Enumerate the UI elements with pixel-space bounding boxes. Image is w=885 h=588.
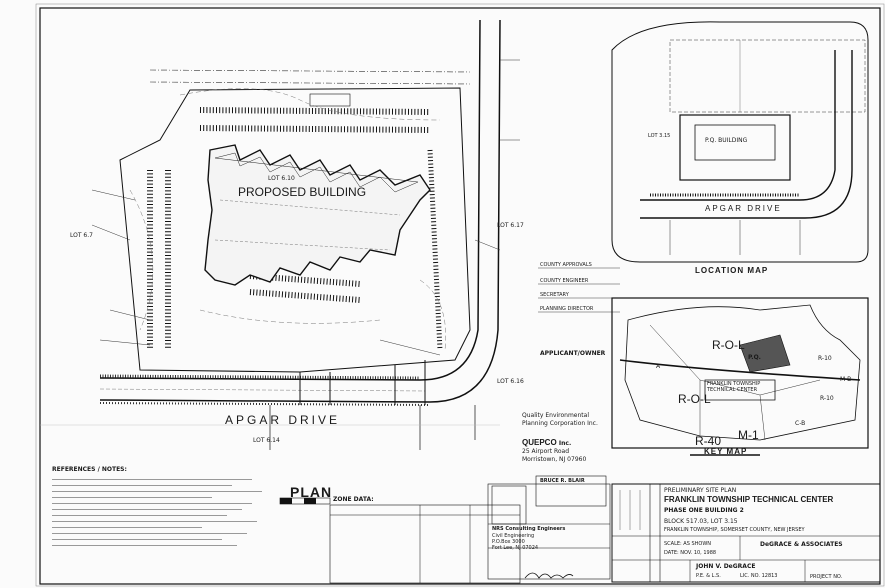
plan-title: PLAN — [290, 484, 333, 500]
quepco-address2: Morristown, NJ 07960 — [522, 456, 587, 463]
secretary: SECRETARY — [540, 292, 569, 298]
lot-left-label: LOT 6.7 — [70, 232, 93, 239]
firm-name: DeGRACE & ASSOCIATES — [760, 541, 843, 548]
planning-director: PLANNING DIRECTOR — [540, 306, 594, 312]
lot-right-label: LOT 6.17 — [497, 222, 524, 229]
key-map-zone-rol-1: R-O-L — [712, 338, 745, 352]
title-block-lot: BLOCK 517.03, LOT 3.15 — [664, 518, 738, 525]
key-map-center: FRANKLIN TOWNSHIP TECHNICAL CENTER — [707, 381, 761, 393]
lot-main-label: LOT 6.10 — [268, 175, 295, 182]
location-map-road: APGAR DRIVE — [705, 204, 782, 213]
proposed-building-label: PROPOSED BUILDING — [238, 185, 367, 199]
engineer-name: JOHN V. DeGRACE — [696, 563, 756, 570]
nrs-name: NRS Consulting Engineers — [492, 526, 566, 532]
quepco-logo: QUEPCO Inc. — [522, 438, 572, 447]
key-map-zone-r10-2: R-10 — [820, 395, 834, 402]
location-map-lot: LOT 3.15 — [648, 133, 671, 139]
key-map-site: P.Q. — [748, 354, 761, 361]
notes-text-block — [52, 474, 272, 548]
title-line1: PRELIMINARY SITE PLAN — [664, 487, 737, 494]
project-number: PROJECT NO. — [810, 574, 843, 580]
engineer-pe: P.E. & L.S. — [696, 573, 721, 579]
engineer-line1: Quality Environmental — [522, 412, 590, 419]
key-map-zone-r40: R-40 — [695, 434, 722, 448]
key-map-zone-m1: M-1 — [738, 428, 759, 442]
location-map-title: LOCATION MAP — [695, 266, 769, 275]
title-line3: PHASE ONE BUILDING 2 — [664, 507, 744, 514]
engineer-lic: LIC. NO. 12813 — [740, 573, 778, 579]
key-map-zone-mb: M-B — [840, 376, 852, 383]
zone-data-label: ZONE DATA: — [333, 496, 374, 503]
nrs-address2: Fort Lee, NJ 07024 — [492, 545, 539, 551]
county-approvals: COUNTY APPROVALS — [540, 262, 592, 268]
seal-name: BRUCE R. BLAIR — [540, 478, 585, 484]
key-map-zone-cb: C-B — [795, 420, 806, 427]
title-line2: FRANKLIN TOWNSHIP TECHNICAL CENTER — [664, 495, 834, 504]
nrs-sub: Civil Engineering — [492, 533, 535, 539]
title-scale: SCALE: AS SHOWN — [664, 541, 712, 547]
key-map-zone-r10-1: R-10 — [818, 355, 832, 362]
key-map-title: KEY MAP — [704, 447, 748, 456]
references-notes: REFERENCES / NOTES: — [52, 466, 127, 473]
title-date: DATE: NOV. 10, 1988 — [664, 550, 717, 556]
quepco-address1: 25 Airport Road — [522, 448, 570, 455]
street-label: APGAR DRIVE — [225, 413, 341, 427]
title-township: FRANKLIN TOWNSHIP, SOMERSET COUNTY, NEW … — [664, 527, 805, 533]
nrs-address1: P.O.Box 3000 — [492, 539, 525, 545]
county-engineer: COUNTY ENGINEER — [540, 278, 589, 284]
key-map-zone-a: A — [656, 363, 661, 370]
key-map-zone-rol-2: R-O-L — [678, 392, 711, 406]
applicant-owner: APPLICANT/OWNER — [540, 350, 606, 357]
engineer-line2: Planning Corporation Inc. — [522, 420, 598, 427]
lot-bottom-right-label: LOT 6.16 — [497, 378, 524, 385]
location-map-building: P.Q. BUILDING — [705, 137, 748, 144]
lot-bottom-center-label: LOT 6.14 — [253, 437, 280, 444]
